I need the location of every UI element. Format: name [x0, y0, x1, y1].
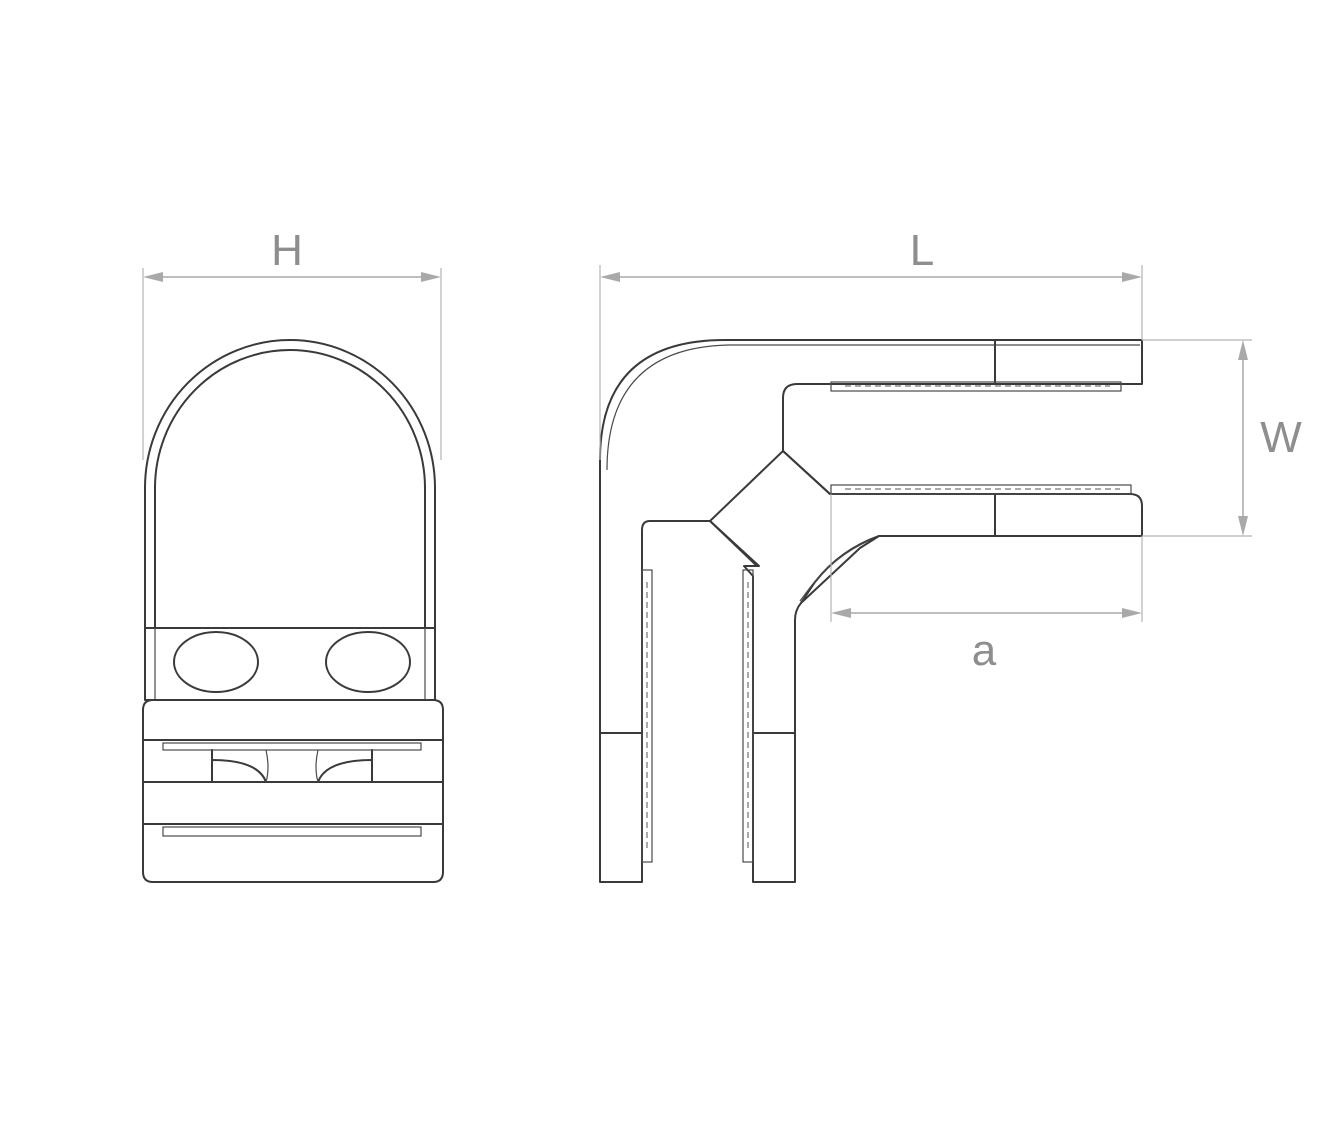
dimension-l: L	[599, 226, 1143, 460]
front-view	[142, 339, 444, 883]
dimension-a: a	[830, 494, 1143, 675]
side-center-joint	[709, 450, 784, 567]
front-arch-inner	[154, 349, 426, 629]
side-view	[599, 339, 1143, 883]
front-clamp-block	[142, 699, 444, 883]
side-body-outer	[599, 339, 1143, 883]
side-gasket-left	[641, 569, 653, 863]
screw-head-right	[325, 631, 411, 693]
side-gasket-right	[742, 569, 754, 863]
front-gasket-lower	[162, 826, 422, 837]
dimension-label-w: W	[1260, 413, 1302, 462]
screw-head-left	[173, 631, 259, 693]
side-gasket-mid	[830, 484, 1132, 495]
dimension-label-a: a	[972, 626, 997, 675]
side-gasket-top	[830, 381, 1122, 392]
front-gasket-upper	[162, 742, 422, 751]
dimension-label-l: L	[910, 226, 934, 275]
dimension-w: W	[1142, 339, 1302, 537]
dimension-h: H	[142, 226, 442, 460]
front-arch-outer	[144, 339, 436, 629]
dimension-label-h: H	[271, 226, 303, 275]
